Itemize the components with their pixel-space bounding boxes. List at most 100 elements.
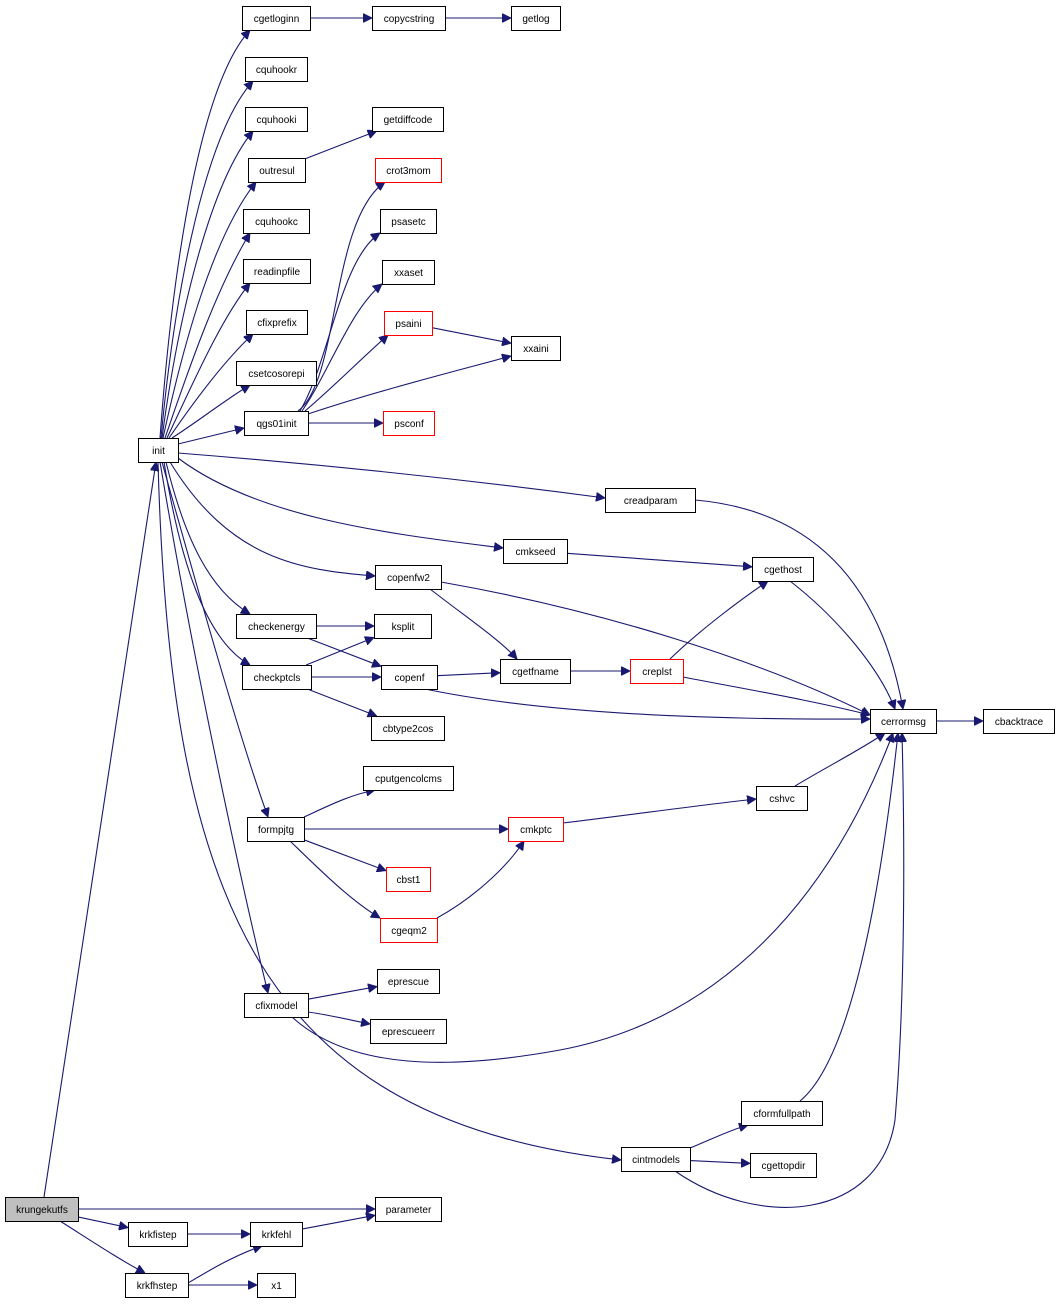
node-cgetfname[interactable]: cgetfname	[500, 659, 571, 684]
node-eprescueerr[interactable]: eprescueerr	[370, 1019, 447, 1044]
node-getlog[interactable]: getlog	[511, 6, 561, 31]
node-box-krungekutfs[interactable]	[5, 1197, 79, 1222]
node-formpjtg[interactable]: formpjtg	[247, 817, 305, 842]
node-copenf[interactable]: copenf	[381, 665, 438, 690]
node-box-outresul[interactable]	[248, 158, 306, 183]
node-box-cputgencolcms[interactable]	[363, 766, 454, 791]
node-box-eprescue[interactable]	[377, 969, 440, 994]
node-box-x1[interactable]	[257, 1273, 296, 1298]
node-cgetloginn[interactable]: cgetloginn	[242, 6, 311, 31]
node-box-krkfistep[interactable]	[128, 1222, 188, 1247]
node-box-init[interactable]	[138, 438, 179, 463]
node-box-checkptcls[interactable]	[242, 665, 312, 690]
node-cmkseed[interactable]: cmkseed	[503, 539, 568, 564]
node-cformfullpath[interactable]: cformfullpath	[741, 1101, 823, 1126]
node-cquhooki[interactable]: cquhooki	[245, 107, 308, 132]
node-xxaini[interactable]: xxaini	[511, 336, 561, 361]
node-xxaset[interactable]: xxaset	[382, 260, 435, 285]
node-cgethost[interactable]: cgethost	[752, 557, 814, 582]
node-checkptcls[interactable]: checkptcls	[242, 665, 312, 690]
node-box-cfixprefix[interactable]	[246, 310, 308, 335]
node-cquhookc[interactable]: cquhookc	[243, 209, 310, 234]
node-x1[interactable]: x1	[257, 1273, 296, 1298]
node-cputgencolcms[interactable]: cputgencolcms	[363, 766, 454, 791]
node-crot3mom[interactable]: crot3mom	[375, 158, 442, 183]
node-cgettopdir[interactable]: cgettopdir	[750, 1153, 817, 1178]
node-getdiffcode[interactable]: getdiffcode	[372, 107, 444, 132]
node-box-csetcosorepi[interactable]	[236, 361, 317, 386]
node-box-cgettopdir[interactable]	[750, 1153, 817, 1178]
node-box-cbacktrace[interactable]	[983, 709, 1055, 734]
node-box-cquhookr[interactable]	[245, 57, 308, 82]
node-box-cbtype2cos[interactable]	[371, 716, 445, 741]
node-box-checkenergy[interactable]	[236, 614, 317, 639]
node-box-cbst1[interactable]	[386, 867, 431, 892]
node-qgs01init[interactable]: qgs01init	[244, 411, 309, 436]
node-psasetc[interactable]: psasetc	[380, 209, 437, 234]
node-box-cerrormsg[interactable]	[870, 709, 937, 734]
node-readinpfile[interactable]: readinpfile	[243, 259, 311, 284]
node-cerrormsg[interactable]: cerrormsg	[870, 709, 937, 734]
node-box-psaini[interactable]	[384, 311, 433, 336]
node-box-cgeqm2[interactable]	[380, 918, 438, 943]
node-cintmodels[interactable]: cintmodels	[621, 1147, 691, 1172]
node-box-cshvc[interactable]	[756, 786, 808, 811]
node-box-xxaini[interactable]	[511, 336, 561, 361]
node-box-krkfehl[interactable]	[250, 1222, 303, 1247]
node-cbtype2cos[interactable]: cbtype2cos	[371, 716, 445, 741]
node-cbacktrace[interactable]: cbacktrace	[983, 709, 1055, 734]
node-cfixmodel[interactable]: cfixmodel	[244, 993, 309, 1018]
node-parameter[interactable]: parameter	[375, 1197, 442, 1222]
node-box-cintmodels[interactable]	[621, 1147, 691, 1172]
node-eprescue[interactable]: eprescue	[377, 969, 440, 994]
node-box-eprescueerr[interactable]	[370, 1019, 447, 1044]
node-krkfhstep[interactable]: krkfhstep	[125, 1273, 189, 1298]
node-krkfistep[interactable]: krkfistep	[128, 1222, 188, 1247]
node-cfixprefix[interactable]: cfixprefix	[246, 310, 308, 335]
node-box-creadparam[interactable]	[605, 488, 696, 513]
node-box-crot3mom[interactable]	[375, 158, 442, 183]
node-box-qgs01init[interactable]	[244, 411, 309, 436]
node-box-copycstring[interactable]	[372, 6, 446, 31]
node-outresul[interactable]: outresul	[248, 158, 306, 183]
node-box-krkfhstep[interactable]	[125, 1273, 189, 1298]
node-ksplit[interactable]: ksplit	[374, 614, 432, 639]
node-psconf[interactable]: psconf	[383, 411, 435, 436]
node-box-cquhooki[interactable]	[245, 107, 308, 132]
node-box-psasetc[interactable]	[380, 209, 437, 234]
node-copycstring[interactable]: copycstring	[372, 6, 446, 31]
node-box-cgethost[interactable]	[752, 557, 814, 582]
node-box-cquhookc[interactable]	[243, 209, 310, 234]
node-krkfehl[interactable]: krkfehl	[250, 1222, 303, 1247]
node-box-copenf[interactable]	[381, 665, 438, 690]
node-box-psconf[interactable]	[383, 411, 435, 436]
node-cmkptc[interactable]: cmkptc	[508, 817, 564, 842]
node-checkenergy[interactable]: checkenergy	[236, 614, 317, 639]
node-box-copenfw2[interactable]	[375, 565, 442, 590]
node-init[interactable]: init	[138, 438, 179, 463]
node-box-cmkptc[interactable]	[508, 817, 564, 842]
node-box-cformfullpath[interactable]	[741, 1101, 823, 1126]
node-box-cfixmodel[interactable]	[244, 993, 309, 1018]
node-creplst[interactable]: creplst	[630, 659, 684, 684]
node-box-cmkseed[interactable]	[503, 539, 568, 564]
node-psaini[interactable]: psaini	[384, 311, 433, 336]
node-cshvc[interactable]: cshvc	[756, 786, 808, 811]
node-csetcosorepi[interactable]: csetcosorepi	[236, 361, 317, 386]
node-cgeqm2[interactable]: cgeqm2	[380, 918, 438, 943]
node-box-xxaset[interactable]	[382, 260, 435, 285]
node-box-formpjtg[interactable]	[247, 817, 305, 842]
node-cbst1[interactable]: cbst1	[386, 867, 431, 892]
node-creadparam[interactable]: creadparam	[605, 488, 696, 513]
node-krungekutfs[interactable]: krungekutfs	[5, 1197, 79, 1222]
node-box-ksplit[interactable]	[374, 614, 432, 639]
node-box-cgetloginn[interactable]	[242, 6, 311, 31]
node-box-getlog[interactable]	[511, 6, 561, 31]
node-cquhookr[interactable]: cquhookr	[245, 57, 308, 82]
node-box-readinpfile[interactable]	[243, 259, 311, 284]
node-box-cgetfname[interactable]	[500, 659, 571, 684]
node-box-parameter[interactable]	[375, 1197, 442, 1222]
node-box-creplst[interactable]	[630, 659, 684, 684]
node-copenfw2[interactable]: copenfw2	[375, 565, 442, 590]
node-box-getdiffcode[interactable]	[372, 107, 444, 132]
